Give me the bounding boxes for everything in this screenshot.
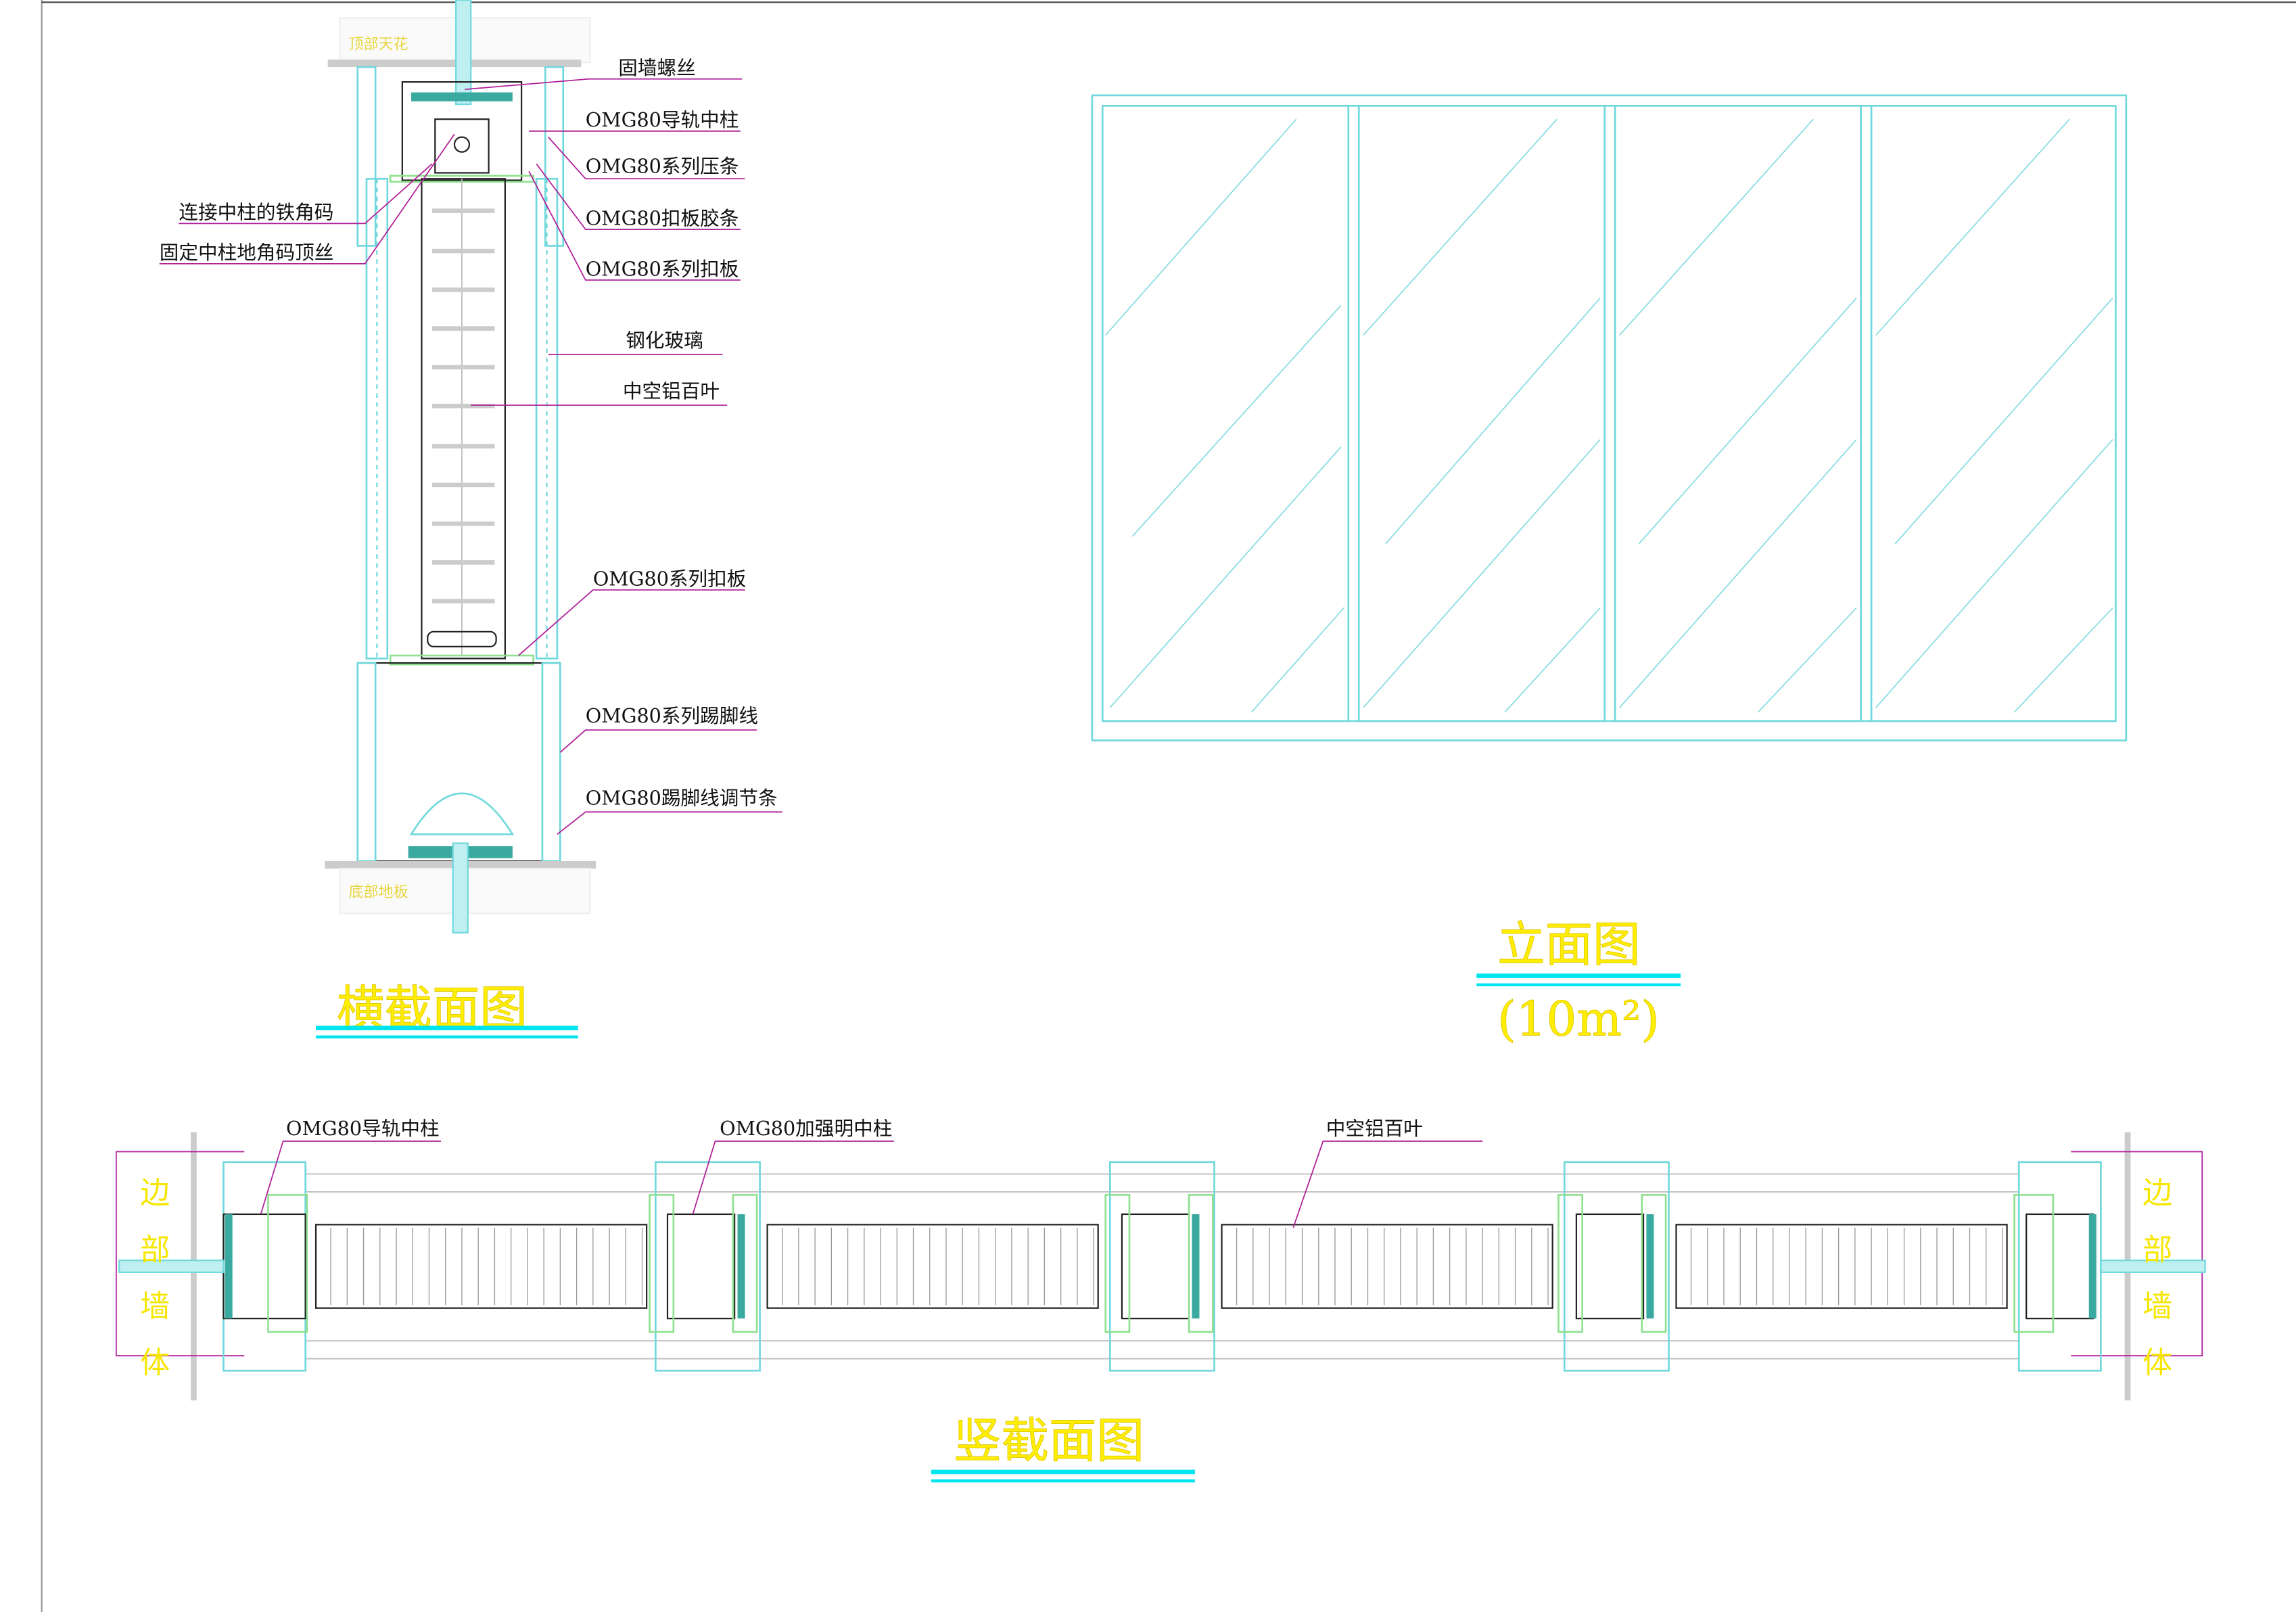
elevation-outer-frame xyxy=(1091,94,2128,741)
label-cover-plate-2: OMG80系列扣板 xyxy=(593,568,747,591)
label-reinforced-mullion: OMG80加强明中柱 xyxy=(720,1117,892,1140)
wall-screw-right xyxy=(2100,1260,2206,1273)
guide-rail-mullion-v xyxy=(222,1213,306,1320)
elevation-area: (10m²) xyxy=(1497,992,1660,1047)
ceiling-line xyxy=(327,60,582,68)
vertical-section-drawing xyxy=(115,1132,2206,1401)
label-guide-rail-mullion: OMG80导轨中柱 xyxy=(586,108,739,131)
wall-screw-bottom xyxy=(452,842,469,934)
guide-rail-mullion-v xyxy=(2025,1213,2094,1320)
elevation-inner-frame xyxy=(1101,105,2117,722)
bracket-bolt xyxy=(453,136,471,153)
ceiling-label: 顶部天花 xyxy=(349,37,408,53)
skirting-profile xyxy=(356,662,561,862)
wall-label-right: 边部墙体 xyxy=(2137,1177,2172,1404)
wall-label-left: 边部墙体 xyxy=(135,1177,169,1404)
hollow-louver xyxy=(421,178,506,660)
label-cover-gasket: OMG80扣板胶条 xyxy=(586,207,739,230)
horizontal-section-annotations: 固墙螺丝 OMG80导轨中柱 OMG80系列压条 OMG80扣板胶条 OMG80… xyxy=(159,56,782,835)
elevation-title: 立面图 xyxy=(1497,917,1640,973)
label-wall-screw: 固墙螺丝 xyxy=(618,56,696,79)
skirting-bracket xyxy=(409,792,515,835)
gaskets xyxy=(267,1194,2055,1333)
floor-label: 底部地板 xyxy=(349,884,408,901)
label-iron-corner-bracket: 连接中柱的铁角码 xyxy=(179,201,333,224)
louver-blocks xyxy=(314,1224,2008,1309)
label-cover-plate: OMG80系列扣板 xyxy=(586,257,739,280)
elevation-drawing xyxy=(1091,94,2128,741)
wall-screw-left xyxy=(118,1260,225,1273)
louver-slats-horizontal xyxy=(431,208,495,603)
reinforced-mullion-v xyxy=(666,1213,736,1320)
reinforced-mullion-v xyxy=(1121,1213,1190,1320)
label-skirting-adjust-strip: OMG80踢脚线调节条 xyxy=(586,786,778,809)
label-hollow-louver: 中空铝百叶 xyxy=(623,379,720,402)
louver-bottom-rail xyxy=(427,630,497,647)
label-pressing-strip: OMG80系列压条 xyxy=(586,154,739,177)
mullion-covers xyxy=(222,1161,2102,1372)
label-guide-rail-mullion-v: OMG80导轨中柱 xyxy=(286,1117,440,1140)
corner-bracket xyxy=(434,118,490,174)
vertical-section-annotations: OMG80导轨中柱 OMG80加强明中柱 中空铝百叶 边部墙体 边部墙体 xyxy=(135,1117,2172,1403)
mullion-plates xyxy=(225,1214,2096,1319)
glass-bottom xyxy=(304,1340,2020,1360)
horizontal-section-drawing: 顶部天花 底部地板 xyxy=(325,0,596,934)
label-skirting: OMG80系列踢脚线 xyxy=(586,704,758,727)
vertical-section-title: 竖截面图 xyxy=(954,1413,1144,1469)
louver-slats-vertical xyxy=(330,1227,2003,1306)
reinforced-mullion-v xyxy=(1575,1213,1645,1320)
glass-top xyxy=(304,1173,2020,1193)
label-tempered-glass: 钢化玻璃 xyxy=(626,329,703,352)
glass-reflection-lines xyxy=(1105,118,2113,713)
skirting-adjust-strip xyxy=(541,662,561,862)
label-hollow-louver-v: 中空铝百叶 xyxy=(1326,1117,1423,1140)
rail-plate xyxy=(411,92,513,101)
label-fixing-set-screw: 固定中柱地角码顶丝 xyxy=(160,241,334,264)
wall-screw-top xyxy=(455,0,472,106)
